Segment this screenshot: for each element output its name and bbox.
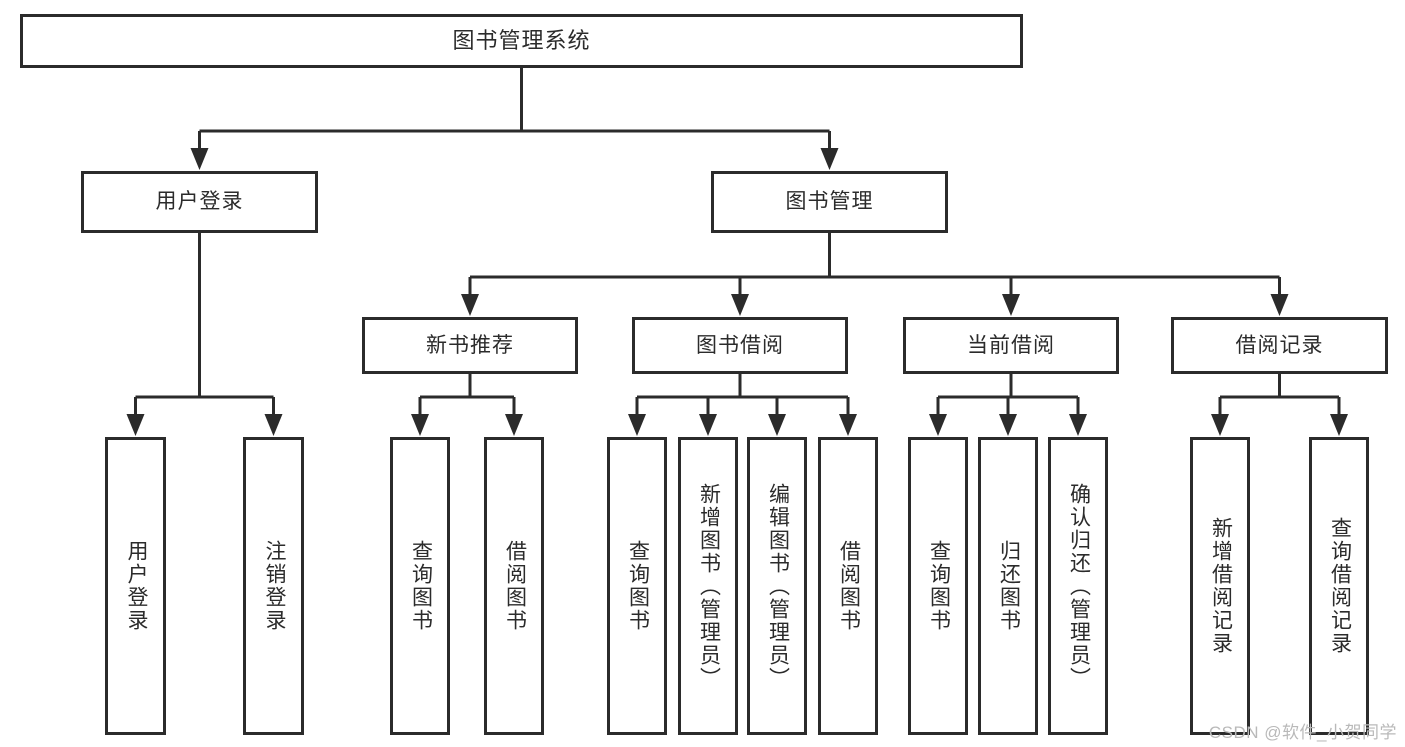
node-box-leaf-rec-borrow-book[interactable]: [484, 437, 544, 735]
node-box-leaf-user-logout[interactable]: [243, 437, 304, 735]
arrow-head-icon: [699, 414, 717, 436]
node-box-book-borrow[interactable]: [632, 317, 848, 374]
arrow-head-icon: [1002, 294, 1020, 316]
arrow-head-icon: [505, 414, 523, 436]
node-box-leaf-current-confirm-return[interactable]: [1048, 437, 1108, 735]
arrow-head-icon: [264, 414, 283, 436]
arrow-head-icon: [839, 414, 857, 436]
arrow-head-icon: [820, 148, 839, 170]
node-box-leaf-borrow-query-book[interactable]: [607, 437, 667, 735]
node-box-leaf-rec-query-book[interactable]: [390, 437, 450, 735]
node-box-new-book-rec[interactable]: [362, 317, 578, 374]
node-box-leaf-borrow-borrow-book[interactable]: [818, 437, 878, 735]
arrow-head-icon: [190, 148, 209, 170]
arrow-head-icon: [1270, 294, 1289, 316]
arrow-head-icon: [461, 294, 479, 316]
node-box-leaf-record-query[interactable]: [1309, 437, 1369, 735]
node-box-leaf-current-return-book[interactable]: [978, 437, 1038, 735]
arrow-head-icon: [929, 414, 947, 436]
node-box-book-manage[interactable]: [711, 171, 948, 233]
node-box-leaf-current-query-book[interactable]: [908, 437, 968, 735]
node-box-leaf-borrow-edit-book[interactable]: [747, 437, 807, 735]
arrow-head-icon: [1330, 414, 1348, 436]
arrow-head-icon: [1211, 414, 1229, 436]
arrow-head-icon: [768, 414, 786, 436]
node-box-root[interactable]: [20, 14, 1023, 68]
arrow-head-icon: [411, 414, 429, 436]
node-box-leaf-user-login[interactable]: [105, 437, 166, 735]
node-box-borrow-record[interactable]: [1171, 317, 1388, 374]
arrow-head-icon: [126, 414, 145, 436]
arrow-head-icon: [999, 414, 1017, 436]
node-box-current-borrow[interactable]: [903, 317, 1119, 374]
arrow-head-icon: [731, 294, 749, 316]
node-box-leaf-record-add[interactable]: [1190, 437, 1250, 735]
arrow-head-icon: [1069, 414, 1087, 436]
node-box-leaf-borrow-add-book[interactable]: [678, 437, 738, 735]
node-box-user-login[interactable]: [81, 171, 318, 233]
arrow-head-icon: [628, 414, 646, 436]
